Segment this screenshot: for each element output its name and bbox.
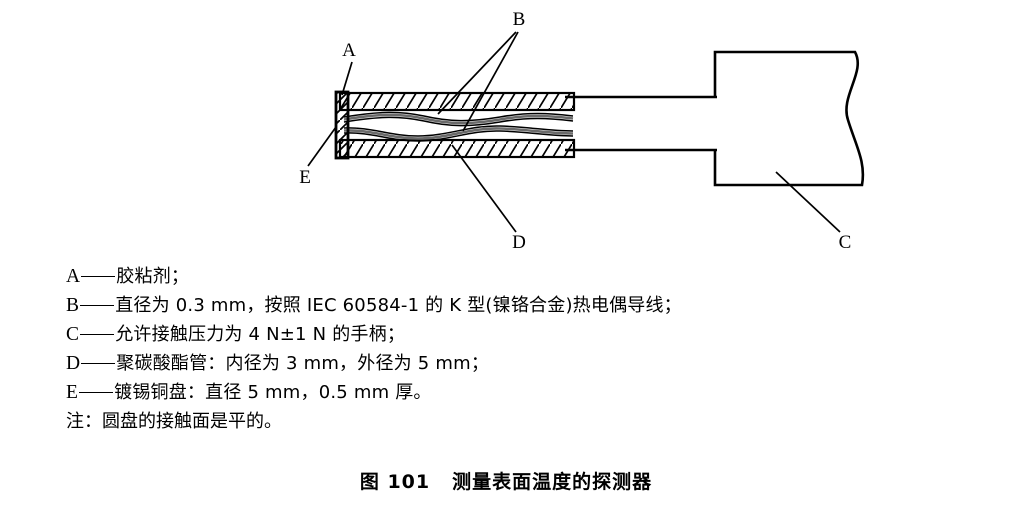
legend-key-c: C bbox=[66, 324, 80, 345]
leader-e bbox=[307, 126, 337, 167]
diagram-label-b: B bbox=[513, 9, 526, 30]
legend-dash-d bbox=[81, 363, 115, 364]
figure-caption-title: 测量表面温度的探测器 bbox=[452, 471, 653, 493]
leader-b-2 bbox=[462, 31, 519, 132]
diagram-area: A B C D E bbox=[299, 9, 865, 253]
diagram-label-e: E bbox=[299, 167, 311, 188]
legend-dash-c bbox=[80, 334, 114, 335]
legend-dash-e bbox=[79, 392, 113, 393]
handle-body bbox=[713, 50, 865, 187]
legend-key-d: D bbox=[66, 353, 81, 374]
diagram-label-d: D bbox=[512, 232, 526, 253]
legend-text-e: 镀锡铜盘：直径 5 mm，0.5 mm 厚。 bbox=[114, 382, 432, 403]
probe-diagram: A B C D E bbox=[299, 9, 865, 253]
legend-key-e: E bbox=[66, 382, 79, 403]
legend-item-b: B 直径为 0.3 mm，按照 IEC 60584-1 的 K 型(镍铬合金)热电… bbox=[66, 291, 866, 320]
legend-note: 注：圆盘的接触面是平的。 bbox=[66, 411, 282, 432]
leader-lines bbox=[307, 31, 841, 233]
legend-text-a: 胶粘剂； bbox=[116, 266, 190, 287]
legend-dash-a bbox=[81, 276, 115, 277]
tube-shaft bbox=[565, 95, 717, 152]
figure-caption-number: 图 101 bbox=[359, 471, 431, 493]
leader-b-1 bbox=[437, 31, 517, 115]
legend-list: A 胶粘剂； B 直径为 0.3 mm，按照 IEC 60584-1 的 K 型(镍… bbox=[66, 262, 866, 437]
figure-caption: 图 101 测量表面温度的探测器 bbox=[0, 467, 1012, 494]
leader-d bbox=[451, 144, 517, 233]
legend-key-b: B bbox=[66, 295, 80, 316]
copper-disc bbox=[334, 90, 350, 160]
legend-text-b: 直径为 0.3 mm，按照 IEC 60584-1 的 K 型(镍铬合金)热电偶… bbox=[115, 295, 682, 316]
leader-a bbox=[341, 61, 353, 96]
leader-c bbox=[775, 171, 841, 233]
legend-text-c: 允许接触压力为 4 N±1 N 的手柄； bbox=[115, 324, 406, 345]
diagram-label-c: C bbox=[839, 232, 852, 253]
legend-dash-b bbox=[80, 305, 114, 306]
legend-text-d: 聚碳酸酯管：内径为 3 mm，外径为 5 mm； bbox=[116, 353, 490, 374]
legend-item-d: D 聚碳酸酯管：内径为 3 mm，外径为 5 mm； bbox=[66, 349, 866, 378]
thermocouple-wires bbox=[343, 111, 574, 142]
legend-key-a: A bbox=[66, 266, 81, 287]
legend-item-c: C 允许接触压力为 4 N±1 N 的手柄； bbox=[66, 320, 866, 349]
legend-item-e: E 镀锡铜盘：直径 5 mm，0.5 mm 厚。 bbox=[66, 378, 866, 407]
legend-item-a: A 胶粘剂； bbox=[66, 262, 866, 291]
diagram-label-a: A bbox=[342, 40, 356, 61]
